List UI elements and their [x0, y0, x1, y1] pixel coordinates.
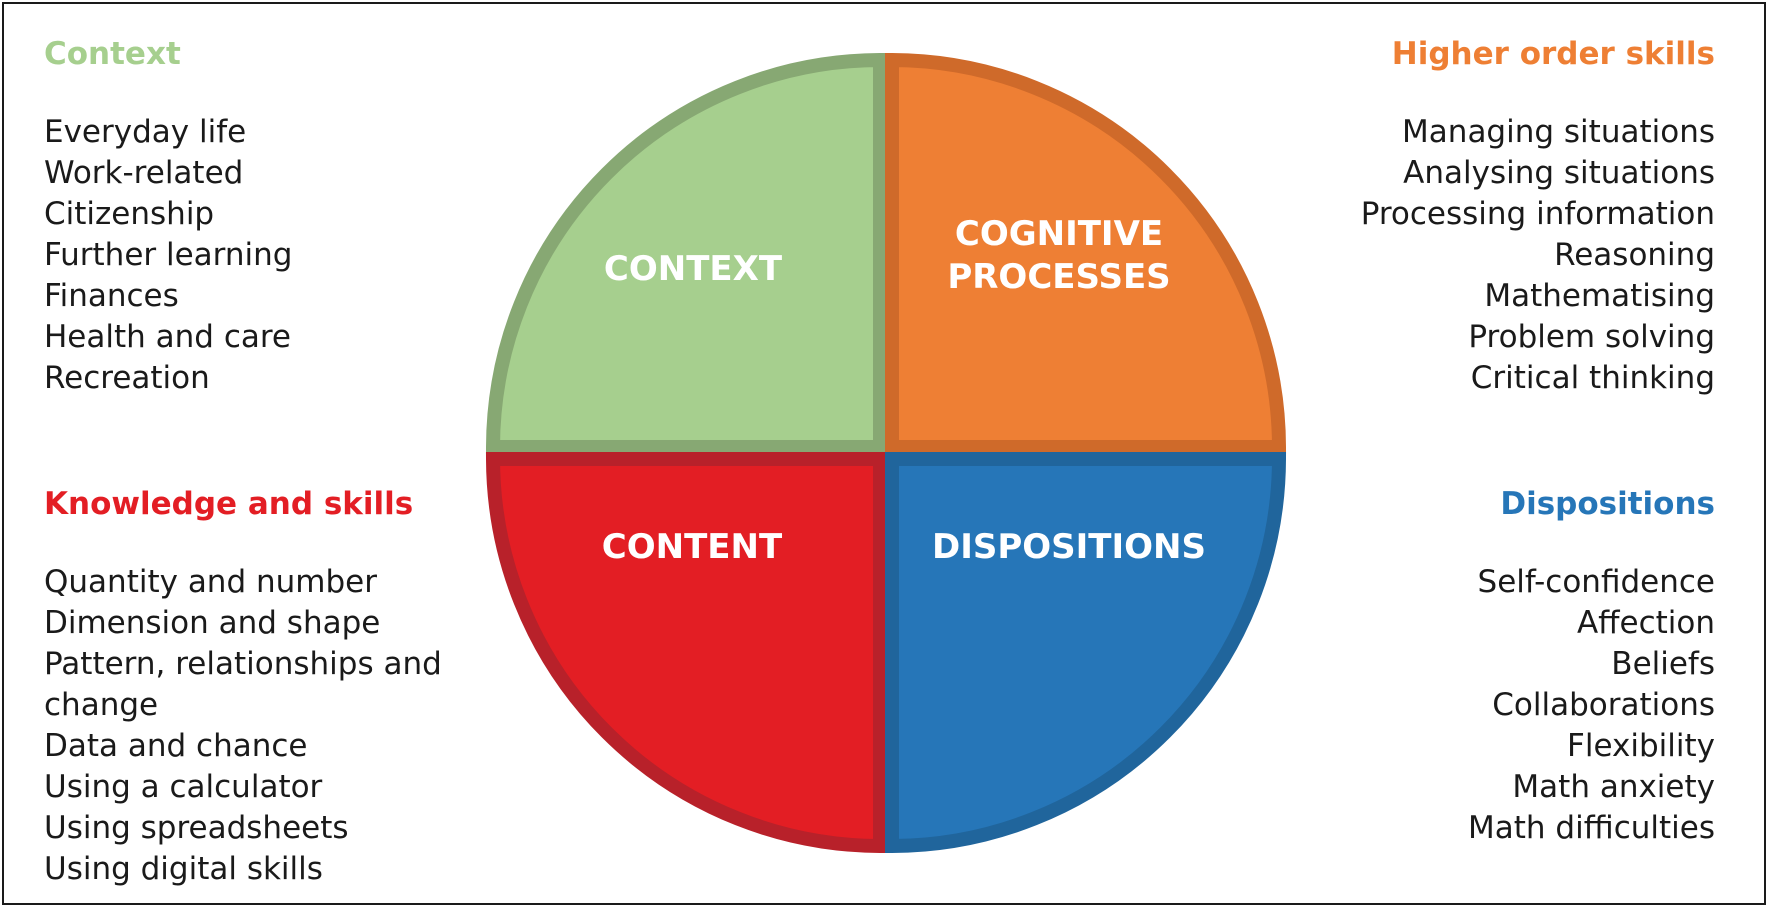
list-item: Further learning: [44, 237, 293, 273]
knowledge-panel: Knowledge and skills Quantity and number…: [44, 484, 474, 890]
list-item: Finances: [44, 278, 179, 314]
list-item: Reasoning: [1554, 237, 1715, 273]
list-item: Health and care: [44, 319, 292, 355]
higher-order-heading: Higher order skills: [1391, 36, 1715, 72]
dispositions-quadrant-label: DISPOSITIONS: [932, 527, 1206, 567]
list-item: Affection: [1576, 605, 1715, 641]
list-item: Using a calculator: [44, 769, 323, 805]
dispositions-quadrant: [885, 452, 1287, 854]
list-item: Work-related: [44, 155, 244, 191]
list-item: Data and chance: [44, 728, 308, 764]
list-item: Citizenship: [44, 196, 215, 232]
list-item: Self-confidence: [1477, 564, 1715, 600]
list-item: Critical thinking: [1470, 360, 1715, 396]
context-heading: Context: [44, 36, 181, 72]
list-item: Using digital skills: [44, 851, 323, 887]
list-item: Collaborations: [1492, 687, 1715, 723]
cognitive-quadrant-label-line2: PROCESSES: [947, 257, 1170, 297]
list-item: Pattern, relationships and change: [44, 646, 442, 723]
context-quadrant-label: CONTEXT: [604, 249, 783, 289]
list-item: Using spreadsheets: [44, 810, 349, 846]
context-quadrant: [485, 52, 887, 454]
list-item: Mathematising: [1484, 278, 1715, 314]
list-item: Dimension and shape: [44, 605, 381, 641]
list-item: Quantity and number: [44, 564, 377, 600]
cognitive-quadrant: [885, 52, 1287, 454]
knowledge-heading: Knowledge and skills: [44, 486, 414, 522]
quadrant-circle: CONTEXT COGNITIVE PROCESSES CONTENT DISP…: [481, 48, 1291, 858]
list-item: Recreation: [44, 360, 210, 396]
list-item: Math difficulties: [1468, 810, 1715, 846]
list-item: Math anxiety: [1512, 769, 1715, 805]
list-item: Processing information: [1360, 196, 1715, 232]
list-item: Analysing situations: [1403, 155, 1715, 191]
dispositions-heading: Dispositions: [1500, 486, 1715, 522]
content-quadrant-label: CONTENT: [602, 527, 783, 567]
list-item: Everyday life: [44, 114, 247, 150]
cognitive-quadrant-label-line1: COGNITIVE: [955, 214, 1163, 254]
list-item: Managing situations: [1402, 114, 1715, 150]
list-item: Problem solving: [1468, 319, 1715, 355]
list-item: Flexibility: [1567, 728, 1715, 764]
content-quadrant: [485, 452, 887, 854]
list-item: Beliefs: [1611, 646, 1715, 682]
